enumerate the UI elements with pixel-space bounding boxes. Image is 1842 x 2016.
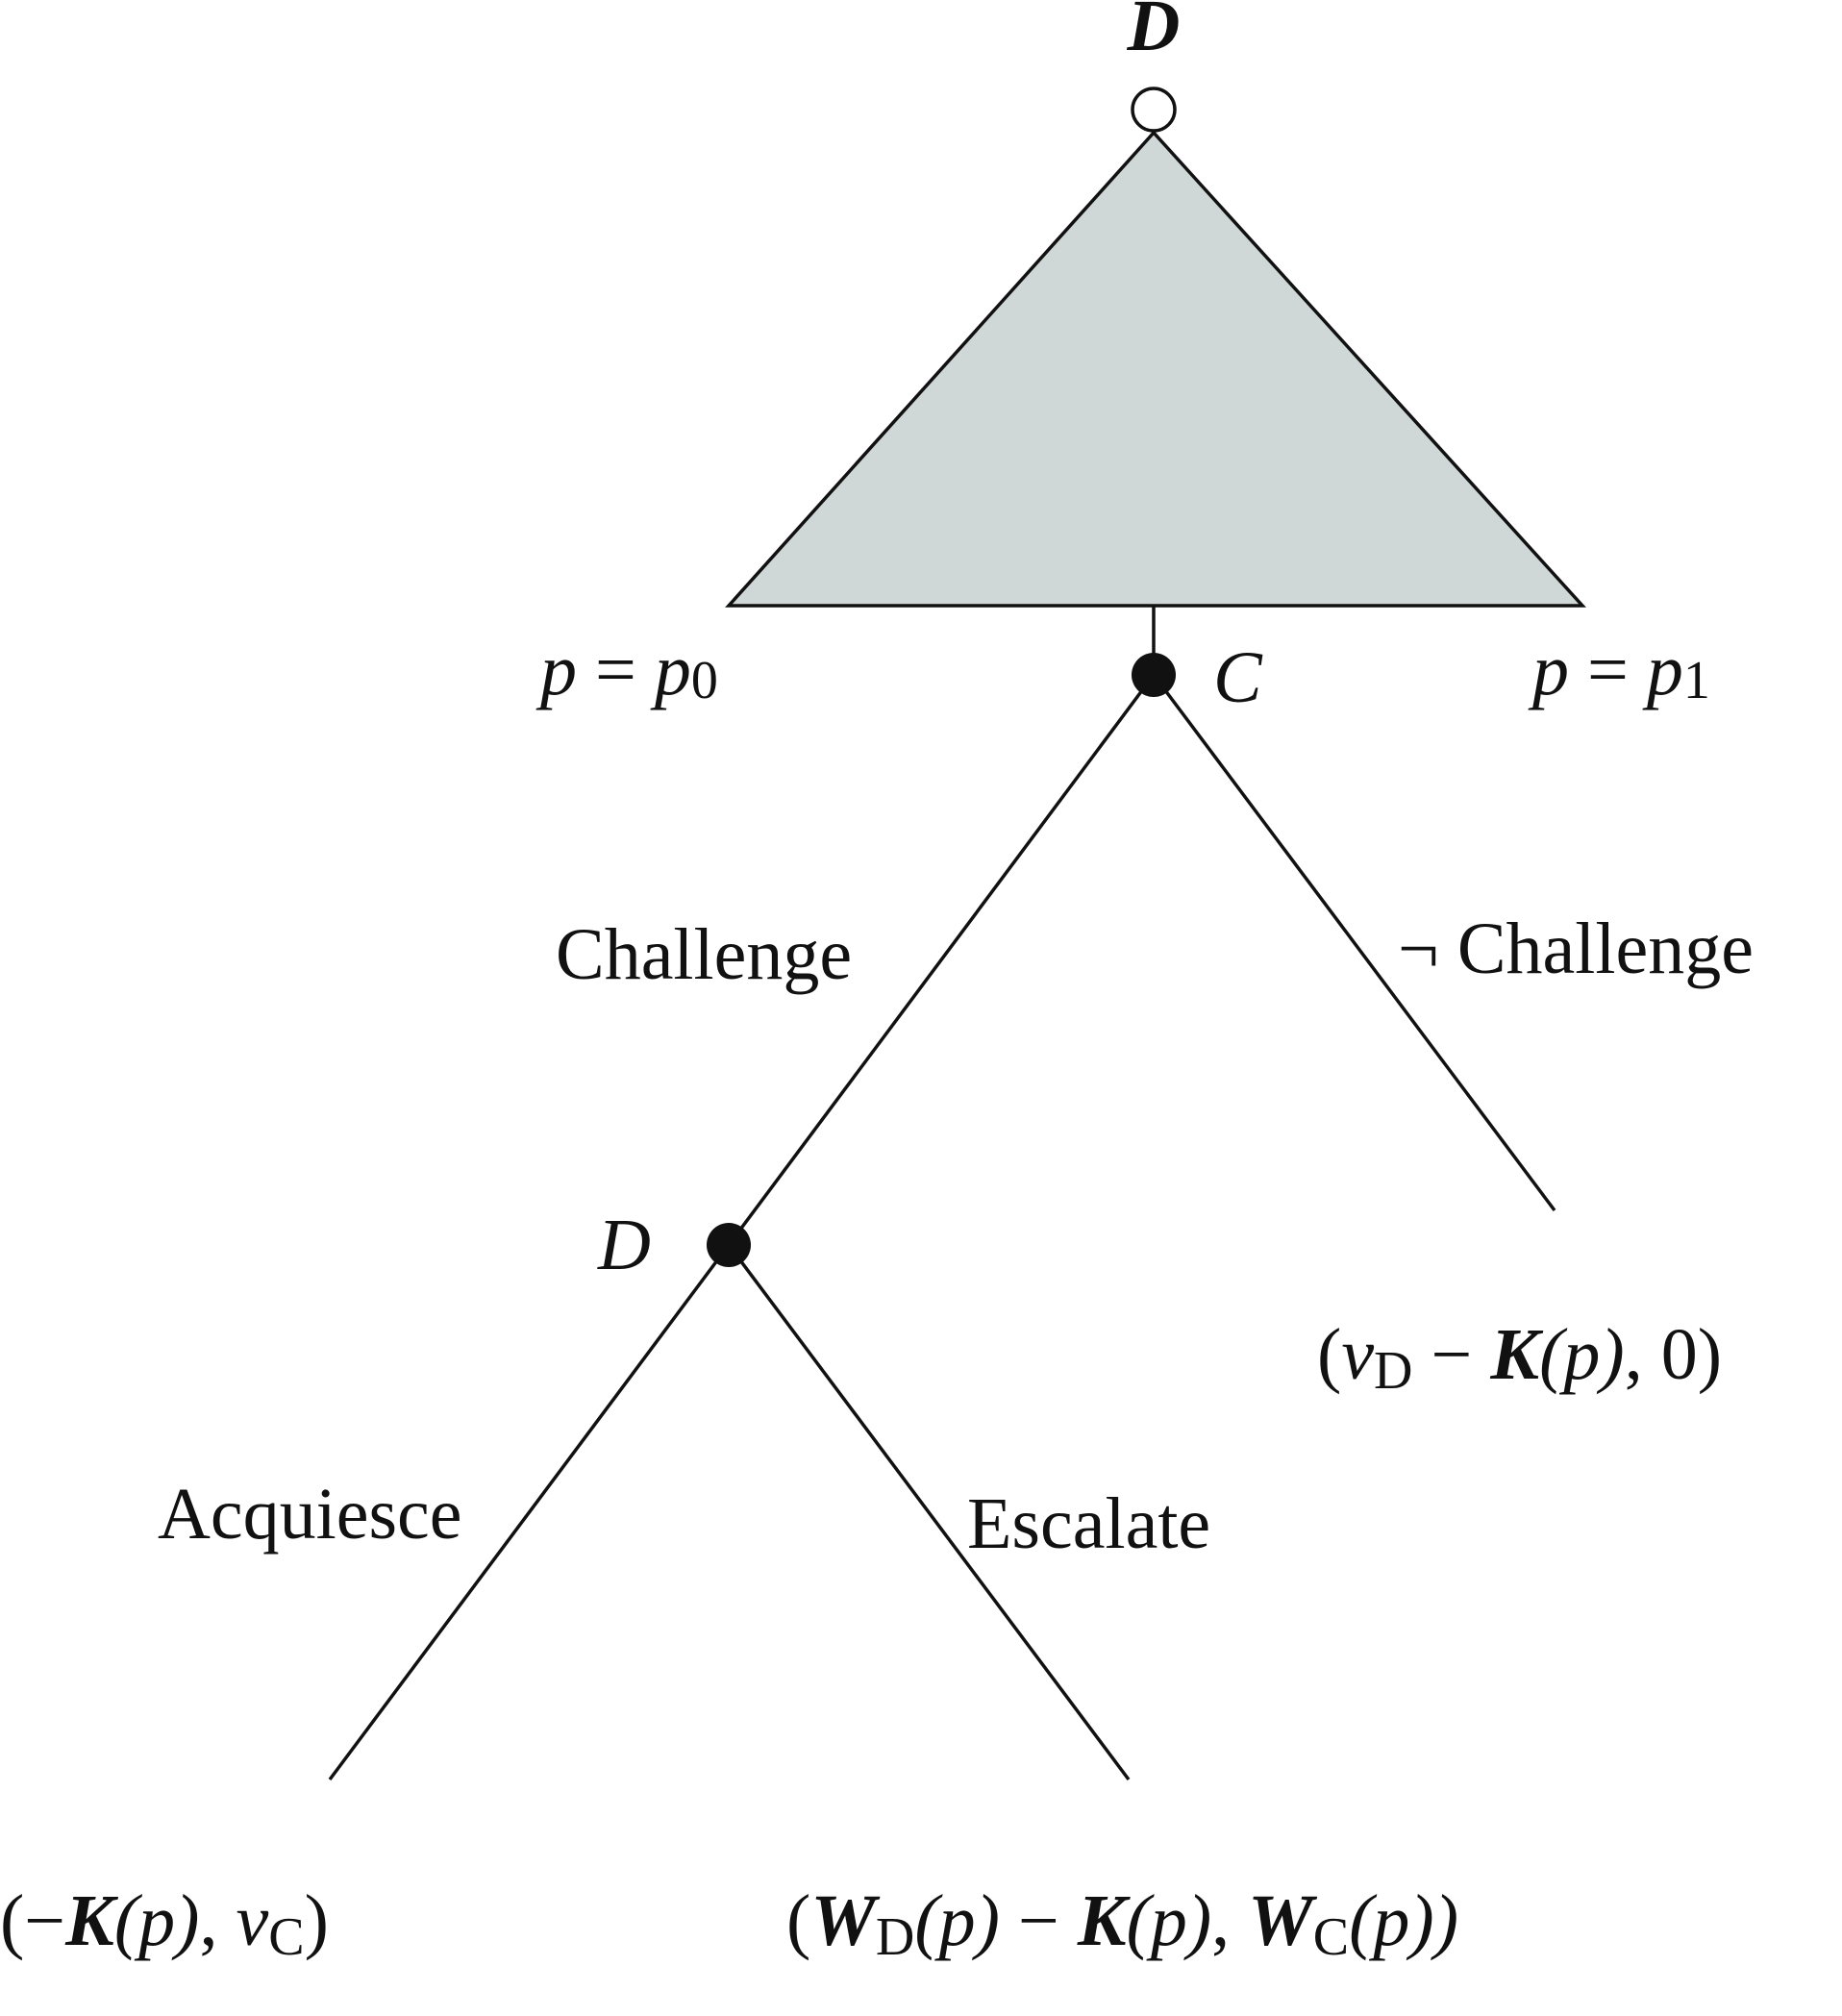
escalate-edge bbox=[727, 1243, 1131, 1781]
not-challenge-edge bbox=[1152, 673, 1556, 1212]
challenger-node bbox=[1132, 653, 1176, 697]
information-set-triangle bbox=[725, 130, 1586, 608]
payoff-no-challenge: (vD − K(p), 0) bbox=[1317, 1314, 1722, 1401]
challenge-action-label: Challenge bbox=[556, 914, 852, 995]
acquiesce-action-label: Acquiesce bbox=[158, 1474, 462, 1555]
payoff-escalate: (WD(p) − K(p), WC(p)) bbox=[786, 1880, 1458, 1967]
info-set-right-label: p = p1 bbox=[1528, 630, 1710, 710]
defender-player-label: D bbox=[597, 1205, 651, 1285]
root-player-label: D bbox=[1127, 0, 1181, 66]
root-node bbox=[1131, 87, 1177, 133]
info-set-left-label: p = p0 bbox=[535, 630, 718, 710]
defender-node bbox=[707, 1223, 751, 1267]
acquiesce-edge bbox=[328, 1243, 731, 1781]
challenger-player-label: C bbox=[1213, 637, 1263, 718]
escalate-action-label: Escalate bbox=[967, 1483, 1210, 1564]
not-challenge-action-label: ¬ Challenge bbox=[1398, 908, 1754, 989]
challenge-edge bbox=[727, 673, 1156, 1247]
payoff-acquiesce: (−K(p), vC) bbox=[0, 1880, 329, 1967]
